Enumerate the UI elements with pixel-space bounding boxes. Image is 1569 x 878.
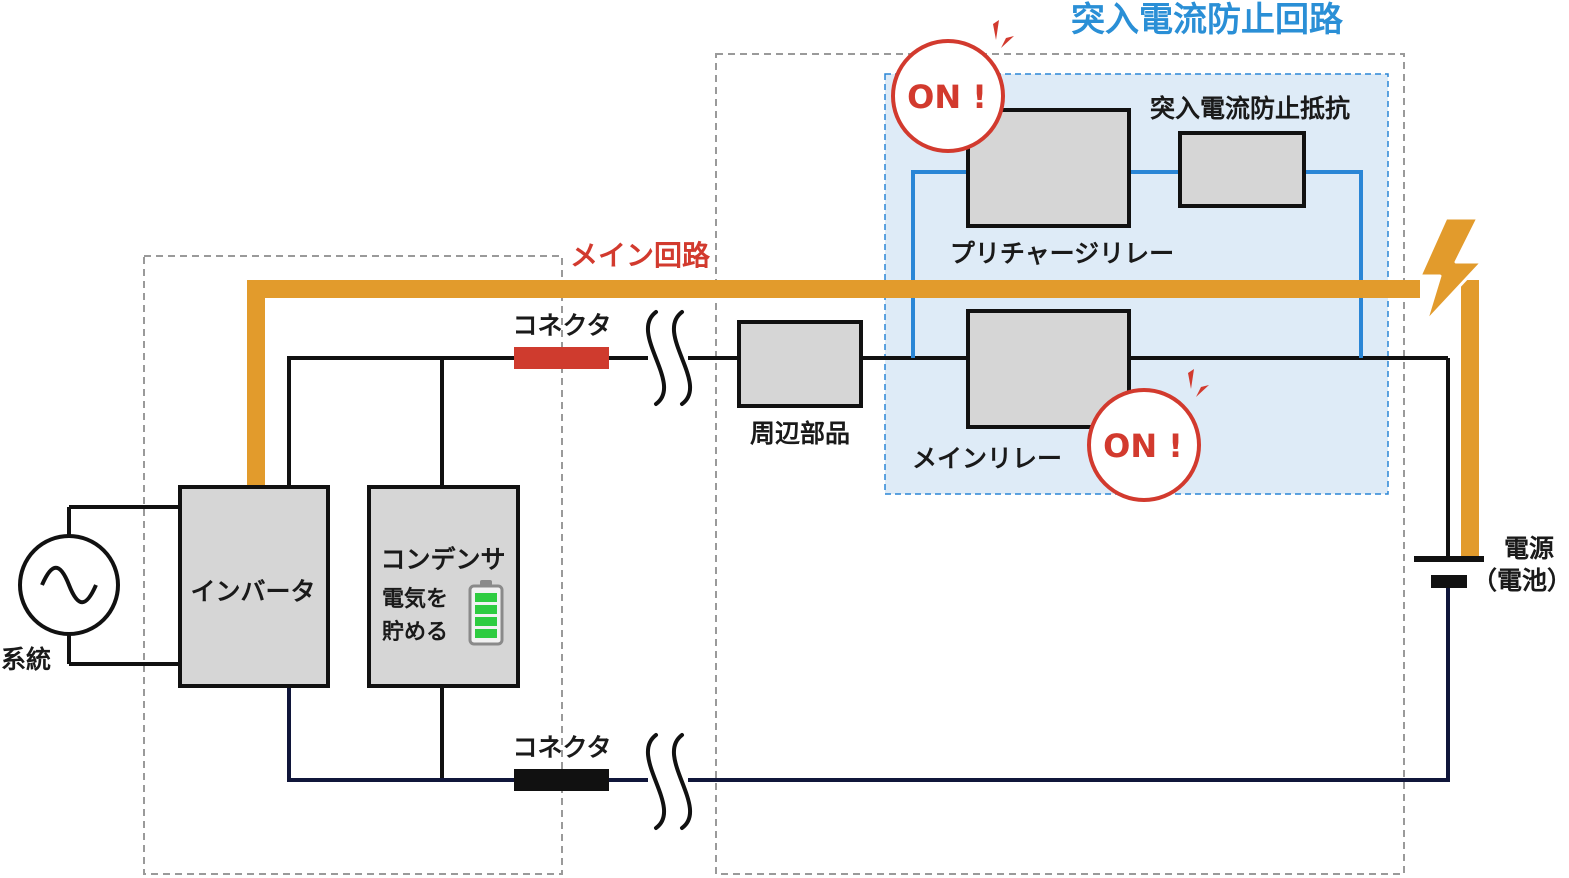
capacitor-desc-line2: 貯める <box>382 619 448 645</box>
inverter-label: インバータ <box>190 577 315 606</box>
left-unit-frame <box>143 255 563 875</box>
right-unit-frame <box>715 53 1405 875</box>
burst-icon <box>993 20 1014 48</box>
burst-icon <box>1188 369 1209 397</box>
main-relay-label: メインリレー <box>912 444 1062 473</box>
inrush-resistor-label: 突入電流防止抵抗 <box>1150 94 1350 123</box>
precharge-relay-label: プリチャージリレー <box>950 239 1174 268</box>
on-text-top: ON ! <box>907 78 987 116</box>
peripheral-label: 周辺部品 <box>750 419 850 448</box>
inrush-circuit-title: 突入電流防止回路 <box>1071 0 1344 40</box>
peripheral-box <box>737 320 863 408</box>
connector-top-label: コネクタ <box>512 311 611 340</box>
wiring <box>67 356 1450 780</box>
wire-break-top <box>645 310 693 406</box>
connector-bottom-label: コネクタ <box>512 733 611 762</box>
power-label-line1: 電源 <box>1504 534 1554 563</box>
capacitor-desc-line1: 電気を <box>382 586 448 612</box>
capacitor-label: コンデンサ <box>380 545 505 574</box>
return-wiring <box>287 582 1450 782</box>
battery-source-icon <box>1414 556 1484 588</box>
main-current-path <box>247 280 1479 558</box>
precharge-relay-box <box>966 108 1131 228</box>
inrush-resistor-box <box>1178 131 1306 208</box>
on-text-bottom: ON ! <box>1103 427 1183 465</box>
connector-top <box>514 347 609 369</box>
lightning-icon <box>1418 216 1484 324</box>
main-circuit-label: メイン回路 <box>570 239 711 272</box>
power-label-line2: （電池） <box>1472 566 1569 595</box>
on-badge-top <box>891 20 1014 153</box>
battery-icon <box>468 580 504 646</box>
on-badge-bottom <box>1087 369 1209 502</box>
grid-label: 系統 <box>1 645 51 674</box>
connector-bottom <box>514 769 609 791</box>
inverter-box <box>178 485 330 688</box>
ac-source-icon <box>18 534 120 636</box>
wire-break-bottom <box>645 733 693 830</box>
